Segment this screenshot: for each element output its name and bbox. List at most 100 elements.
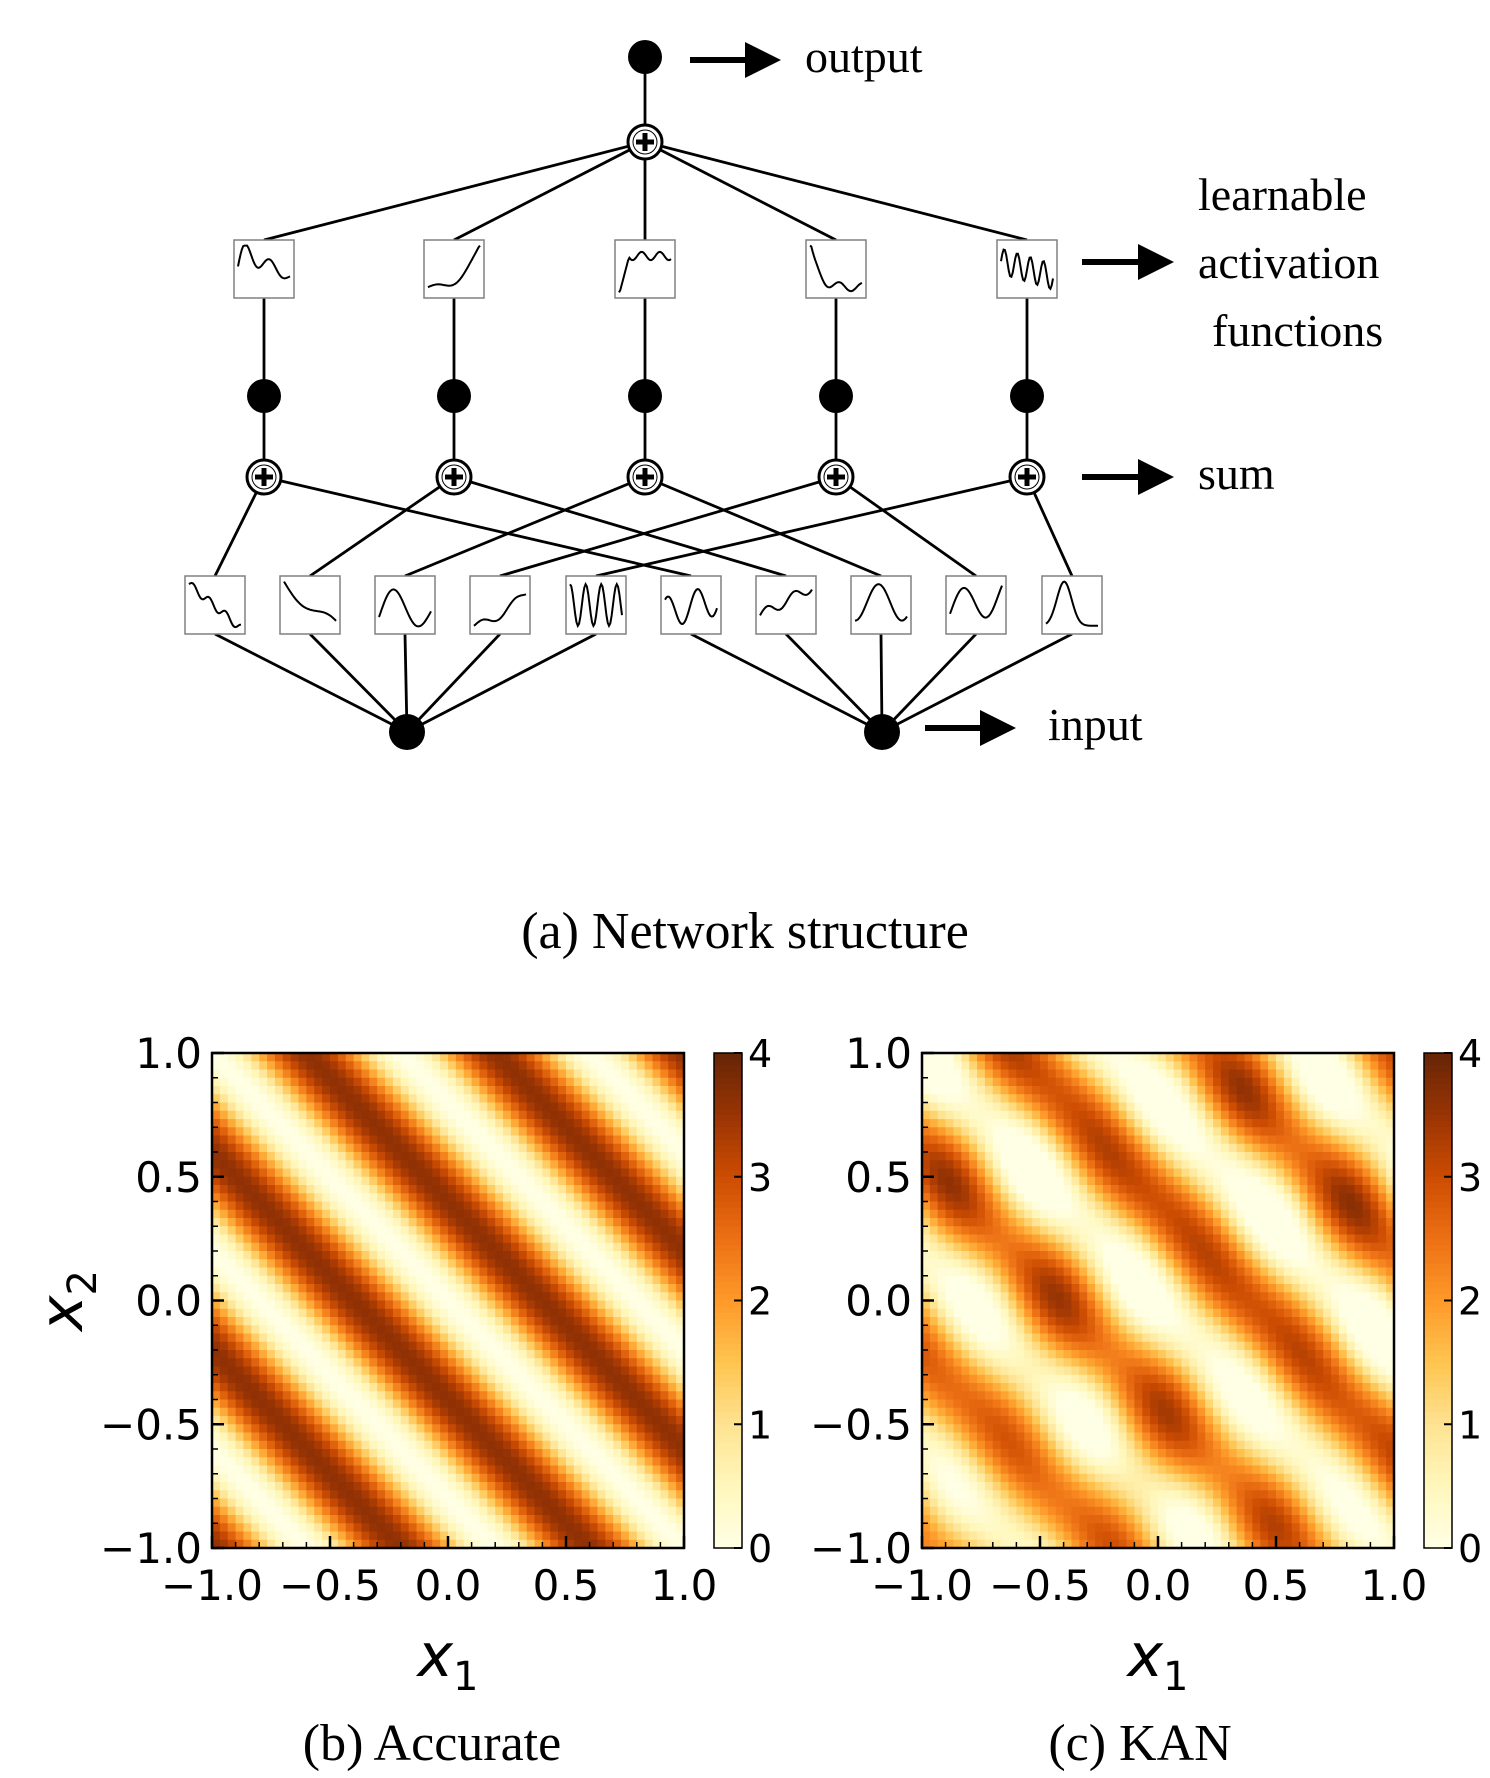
- heatmap-cell: [652, 1333, 661, 1343]
- heatmap-cell: [353, 1160, 363, 1170]
- edge-input-1: [309, 633, 408, 733]
- heatmap-cell: [573, 1317, 583, 1326]
- heatmap-cell: [416, 1440, 425, 1450]
- heatmap-cell: [1016, 1449, 1025, 1458]
- heatmap-cell: [400, 1308, 410, 1318]
- heatmap-cell: [961, 1416, 970, 1425]
- heatmap-cell: [1040, 1251, 1049, 1260]
- heatmap-cell: [1047, 1168, 1057, 1178]
- heatmap-cell: [1016, 1185, 1025, 1194]
- heatmap-cell: [274, 1416, 284, 1425]
- heatmap-cell: [510, 1490, 520, 1500]
- heatmap-cell: [1008, 1275, 1017, 1285]
- heatmap-cell: [487, 1465, 496, 1475]
- sum-node-0: [245, 458, 283, 496]
- heatmap-cell: [605, 1094, 614, 1104]
- heatmap-cell: [1000, 1457, 1010, 1467]
- heatmap-cell: [992, 1317, 1002, 1326]
- heatmap-cell: [243, 1201, 252, 1211]
- heatmap-cell: [636, 1449, 646, 1458]
- heatmap-cell: [322, 1366, 331, 1376]
- heatmap-cell: [495, 1234, 504, 1244]
- heatmap-cell: [353, 1465, 363, 1475]
- heatmap-cell: [503, 1473, 512, 1483]
- heatmap-cell: [416, 1259, 425, 1269]
- heatmap-cell: [1000, 1399, 1010, 1409]
- colorbar-segment: [714, 1374, 742, 1382]
- heatmap-cell: [455, 1102, 465, 1112]
- heatmap-cell: [424, 1490, 433, 1500]
- edge-input-6: [784, 633, 884, 733]
- heatmap-cell: [558, 1482, 567, 1491]
- heatmap-cell: [227, 1267, 237, 1277]
- heatmap-cell: [448, 1374, 457, 1384]
- heatmap-cell: [644, 1061, 654, 1071]
- heatmap-cell: [432, 1366, 441, 1376]
- heatmap-cell: [330, 1275, 339, 1285]
- heatmap-cell: [274, 1275, 284, 1285]
- heatmap-cell: [542, 1399, 551, 1409]
- heatmap-cell: [282, 1539, 292, 1549]
- heatmap-cell: [977, 1218, 986, 1227]
- heatmap-cell: [503, 1515, 512, 1524]
- heatmap-cell: [668, 1218, 677, 1227]
- heatmap-cell: [487, 1325, 496, 1335]
- heatmap-cell: [259, 1366, 268, 1376]
- heatmap-cell: [361, 1531, 370, 1541]
- heatmap-cell: [992, 1185, 1002, 1194]
- heatmap-cell: [961, 1094, 970, 1104]
- heatmap-cell: [953, 1531, 962, 1541]
- heatmap-cell: [929, 1317, 939, 1326]
- heatmap-cell: [1055, 1490, 1065, 1500]
- heatmap-cell: [534, 1152, 543, 1161]
- heatmap-cell: [235, 1407, 245, 1417]
- heatmap-cell: [314, 1391, 323, 1401]
- heatmap-cell: [432, 1292, 441, 1302]
- heatmap-cell: [330, 1061, 339, 1071]
- heatmap-cell: [613, 1416, 622, 1425]
- heatmap-cell: [495, 1366, 504, 1376]
- heatmap-cell: [440, 1325, 449, 1335]
- heatmap-cell: [479, 1127, 488, 1137]
- heatmap-cell: [408, 1201, 418, 1211]
- heatmap-cell: [369, 1317, 378, 1326]
- heatmap-cell: [644, 1308, 654, 1318]
- heatmap-cell: [589, 1110, 599, 1120]
- heatmap-cell: [471, 1440, 481, 1450]
- heatmap-cell: [345, 1358, 355, 1368]
- heatmap-cell: [977, 1209, 986, 1219]
- heatmap-cell: [589, 1152, 599, 1161]
- heatmap-cell: [518, 1185, 528, 1194]
- colorbar-segment: [714, 1492, 742, 1500]
- heatmap-cell: [361, 1127, 370, 1137]
- heatmap-cell: [274, 1193, 284, 1203]
- heatmap-cell: [945, 1300, 955, 1310]
- heatmap-cell: [1040, 1209, 1049, 1219]
- heatmap-cell: [992, 1226, 1002, 1236]
- heatmap-cell: [495, 1465, 504, 1475]
- colorbar-tick-label: 0: [748, 1527, 772, 1571]
- heatmap-cell: [1063, 1391, 1073, 1401]
- heatmap-cell: [605, 1366, 614, 1376]
- heatmap-cell: [274, 1374, 284, 1384]
- heatmap-cell: [330, 1251, 339, 1260]
- heatmap-cell: [243, 1069, 252, 1079]
- heatmap-cell: [424, 1308, 433, 1318]
- colorbar-segment: [714, 1529, 742, 1537]
- heatmap-cell: [566, 1432, 575, 1442]
- heatmap-cell: [282, 1275, 292, 1285]
- heatmap-cell: [369, 1226, 378, 1236]
- heatmap-cell: [1047, 1374, 1057, 1384]
- heatmap-cell: [416, 1143, 425, 1153]
- heatmap-cell: [945, 1449, 955, 1458]
- heatmap-cell: [953, 1523, 962, 1533]
- heatmap-cell: [408, 1383, 418, 1392]
- heatmap-cell: [668, 1317, 677, 1326]
- heatmap-cell: [314, 1308, 323, 1318]
- heatmap-cell: [290, 1350, 300, 1359]
- heatmap-cell: [977, 1449, 986, 1458]
- heatmap-cell: [1032, 1061, 1041, 1071]
- heatmap-cell: [330, 1193, 339, 1203]
- heatmap-cell: [503, 1374, 512, 1384]
- heatmap-cell: [259, 1374, 268, 1384]
